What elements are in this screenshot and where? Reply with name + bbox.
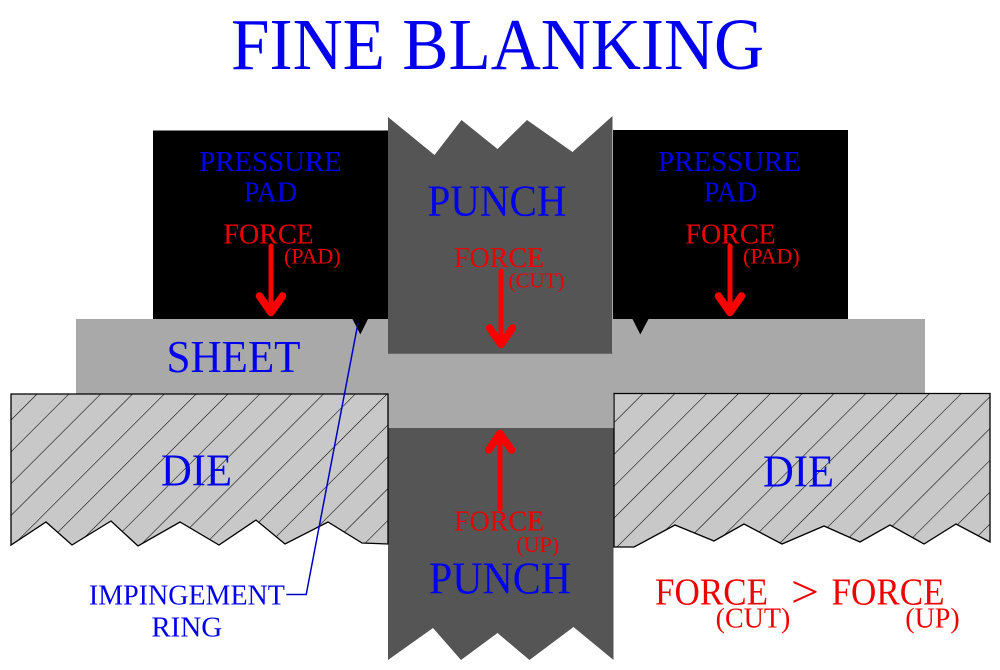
svg-text:PUNCH: PUNCH — [428, 177, 567, 226]
svg-text:(PAD): (PAD) — [743, 244, 800, 269]
svg-text:FORCE: FORCE — [454, 243, 544, 274]
svg-text:(PAD): (PAD) — [284, 244, 341, 269]
svg-text:(CUT): (CUT) — [716, 604, 791, 635]
svg-text:>: > — [791, 566, 819, 617]
svg-text:PRESSURE: PRESSURE — [658, 147, 801, 178]
svg-text:(UP): (UP) — [905, 604, 959, 635]
svg-text:FORCE: FORCE — [685, 219, 775, 250]
svg-text:SHEET: SHEET — [167, 331, 301, 382]
svg-text:RING: RING — [151, 611, 222, 643]
svg-text:IMPINGEMENT: IMPINGEMENT — [89, 581, 285, 612]
svg-text:PRESSURE: PRESSURE — [199, 147, 342, 178]
svg-text:FORCE: FORCE — [832, 572, 945, 614]
svg-text:DIE: DIE — [763, 447, 834, 497]
svg-text:FORCE: FORCE — [223, 219, 313, 250]
svg-text:DIE: DIE — [161, 446, 232, 496]
svg-text:PAD: PAD — [704, 178, 757, 209]
svg-text:(CUT): (CUT) — [509, 269, 565, 293]
svg-text:FORCE: FORCE — [655, 572, 768, 614]
svg-text:FORCE: FORCE — [454, 506, 544, 537]
svg-text:PAD: PAD — [244, 178, 297, 209]
svg-text:(UP): (UP) — [516, 532, 559, 557]
svg-text:PUNCH: PUNCH — [429, 554, 571, 604]
svg-text:FINE BLANKING: FINE BLANKING — [231, 4, 764, 85]
